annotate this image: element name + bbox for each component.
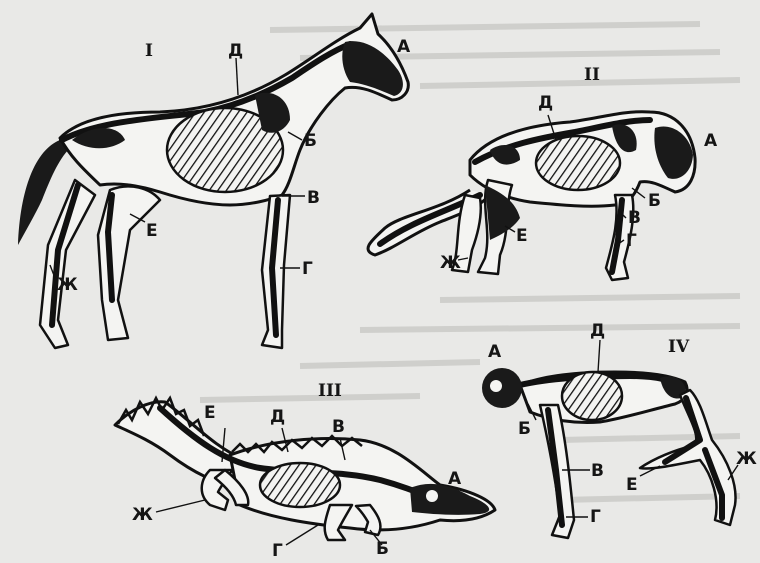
- horse-leader-D: [236, 58, 238, 95]
- figure-monkey: IV Д А Б В Г Е Ж: [482, 321, 757, 538]
- monkey-label-G: Г: [590, 507, 601, 527]
- monkey-label-Zh: Ж: [736, 449, 757, 469]
- croc-numeral: III: [318, 381, 342, 401]
- horse-label-D: Д: [228, 41, 243, 61]
- horse-hind-leg-back: [40, 180, 95, 348]
- monkey-label-A: А: [488, 342, 502, 362]
- cat-ribcage: [536, 136, 620, 190]
- croc-label-G: Г: [272, 541, 283, 561]
- horse-label-G: Г: [302, 259, 313, 279]
- cat-numeral: II: [584, 65, 600, 85]
- figure-crocodile: III Е Д В А Ж Г Б: [115, 381, 495, 561]
- horse-label-B: Б: [304, 131, 317, 151]
- horse-numeral: I: [145, 41, 153, 61]
- horse-label-A: А: [397, 37, 411, 57]
- cat-label-E: Е: [516, 226, 528, 246]
- monkey-skull: [482, 368, 522, 408]
- croc-leader-G: [286, 525, 318, 545]
- monkey-label-E: Е: [626, 475, 638, 495]
- horse-hind-leg-bone: [108, 195, 112, 300]
- cat-label-B: Б: [648, 191, 661, 211]
- figure-horse: I Д А Б В Г Е Ж: [18, 14, 411, 348]
- horse-label-E: Е: [146, 221, 158, 241]
- croc-label-V: В: [332, 417, 345, 437]
- horse-label-Zh: Ж: [57, 275, 78, 295]
- monkey-leader-D: [598, 340, 600, 372]
- croc-label-E: Е: [204, 403, 216, 423]
- croc-label-D: Д: [270, 407, 285, 427]
- cat-label-A: А: [704, 131, 718, 151]
- figure-cat: II Д А Б В Г Е Ж: [368, 65, 718, 280]
- croc-leader-Zh: [156, 500, 205, 512]
- croc-label-Zh: Ж: [132, 505, 153, 525]
- cat-label-D: Д: [538, 93, 553, 113]
- croc-eye-socket: [426, 490, 438, 502]
- cat-label-Zh: Ж: [440, 253, 461, 273]
- croc-ribcage: [260, 463, 340, 507]
- horse-label-V: В: [307, 188, 320, 208]
- monkey-label-D: Д: [590, 321, 605, 341]
- croc-label-B: Б: [376, 539, 389, 559]
- monkey-label-B: Б: [518, 419, 531, 439]
- monkey-ribcage: [562, 372, 622, 420]
- monkey-numeral: IV: [668, 337, 690, 357]
- cat-label-G: Г: [626, 231, 637, 251]
- cat-label-V: В: [628, 208, 641, 228]
- monkey-eye-socket: [490, 380, 502, 392]
- monkey-label-V: В: [591, 461, 604, 481]
- croc-label-A: А: [448, 469, 462, 489]
